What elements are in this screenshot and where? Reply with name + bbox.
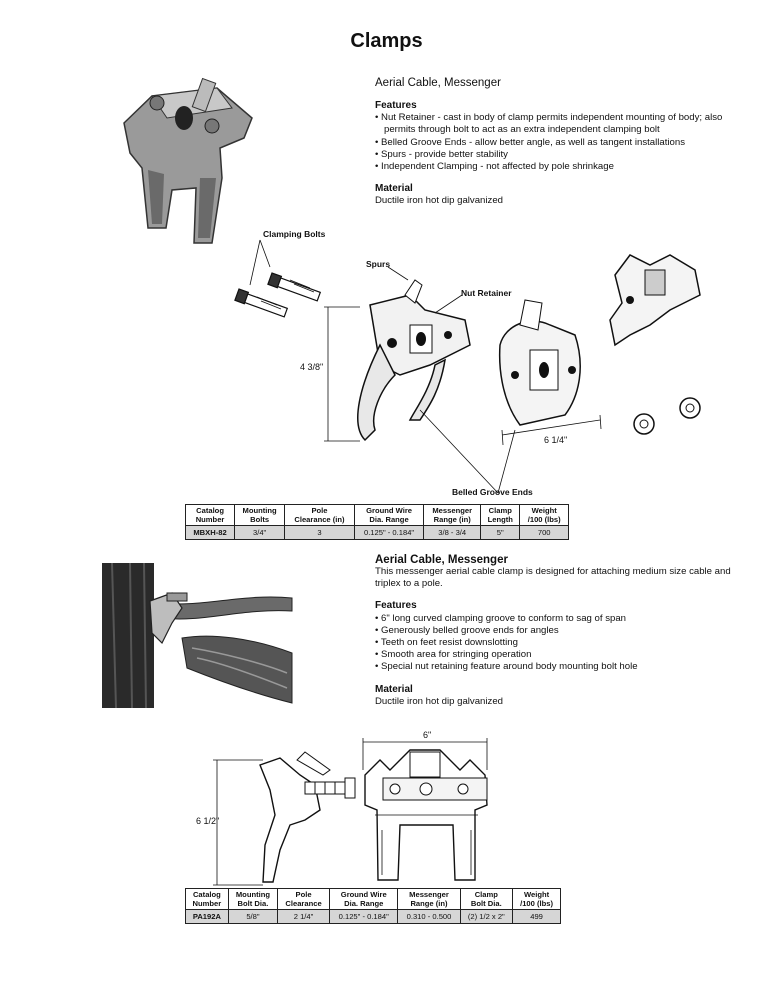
section2-heading: Aerial Cable, Messenger <box>375 554 508 566</box>
label-belled-groove-ends: Belled Groove Ends <box>452 487 533 497</box>
section2-text: Aerial Cable, Messenger This messenger a… <box>375 554 745 708</box>
section2-material-heading: Material <box>375 683 413 695</box>
label-height-2: 6 1/2" <box>196 816 220 826</box>
table-cell: 499 <box>512 909 561 924</box>
section1-heading: Aerial Cable, Messenger <box>375 77 501 89</box>
table-cell: 3 <box>284 525 355 540</box>
table-cell: 0.310 - 0.500 <box>397 909 461 924</box>
label-width-2: 6" <box>423 730 432 740</box>
table-cell: 5/8" <box>227 909 279 924</box>
table-cell: 700 <box>519 525 569 540</box>
table-row: PA192A 5/8" 2 1/4" 0.125" - 0.184" 0.310… <box>185 909 561 924</box>
list-item: Nut Retainer - cast in body of clamp per… <box>375 112 745 136</box>
label-clamping-bolts: Clamping Bolts <box>263 229 326 239</box>
clamp-photo-1 <box>123 77 253 244</box>
table-cell: 0.125" - 0.184" <box>353 525 425 540</box>
table-cell: (2) 1/2 x 2" <box>459 909 514 924</box>
table-row: MBXH-82 3/4" 3 0.125" - 0.184" 3/8 - 3/4… <box>184 525 569 540</box>
table-cell: 2 1/4" <box>277 909 330 924</box>
table-header: Weight/100 (lbs) <box>519 504 569 526</box>
table-cell: 5" <box>480 525 521 540</box>
list-item: Smooth area for stringing operation <box>375 649 745 661</box>
label-nut-retainer: Nut Retainer <box>461 288 512 298</box>
list-item: Spurs - provide better stability <box>375 149 745 161</box>
clamp-drawing-2 <box>213 738 488 886</box>
section2-features-list: 6" long curved clamping groove to confor… <box>375 613 745 674</box>
list-item: 6" long curved clamping groove to confor… <box>375 613 745 625</box>
section2-description: This messenger aerial cable clamp is des… <box>375 566 731 590</box>
list-item: Teeth on feet resist downslotting <box>375 637 745 649</box>
section2-material: Ductile iron hot dip galvanized <box>375 695 503 707</box>
list-item: Special nut retaining feature around bod… <box>375 661 745 673</box>
table-cell: 0.125" - 0.184" <box>328 909 399 924</box>
label-height-1: 4 3/8" <box>300 362 324 372</box>
clamp-drawing-1 <box>234 239 701 494</box>
table-cell: 3/8 - 3/4 <box>423 525 482 540</box>
label-spurs: Spurs <box>366 259 391 269</box>
section1-features-heading: Features <box>375 100 417 111</box>
section1-material: Ductile iron hot dip galvanized <box>375 195 503 207</box>
list-item: Generously belled groove ends for angles <box>375 625 745 637</box>
section1-text: Aerial Cable, Messenger Features Nut Ret… <box>375 77 745 208</box>
list-item: Belled Groove Ends - allow better angle,… <box>375 137 745 149</box>
table-cell: MBXH-82 <box>184 525 236 540</box>
section1-features-list: Nut Retainer - cast in body of clamp per… <box>375 112 745 173</box>
clamp-installed-photo <box>102 562 293 709</box>
section2-features-heading: Features <box>375 600 417 612</box>
table-cell: PA192A <box>185 909 229 924</box>
list-item: Independent Clamping - not affected by p… <box>375 161 745 173</box>
section1-material-heading: Material <box>375 183 413 195</box>
table-cell: 3/4" <box>234 525 286 540</box>
page-title: Clamps <box>350 30 423 52</box>
table-header: Weight/100 (lbs) <box>512 888 561 910</box>
label-width-1: 6 1/4" <box>544 435 568 445</box>
